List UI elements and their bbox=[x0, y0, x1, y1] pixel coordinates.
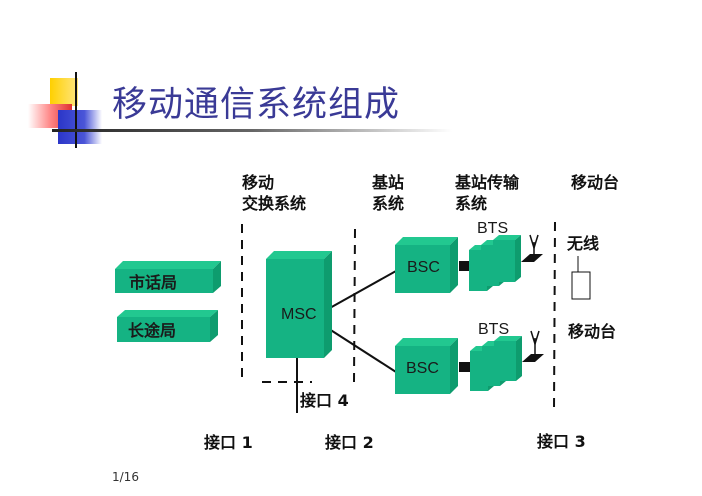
mobile-handset-icon bbox=[571, 256, 591, 300]
header-bss: 基站 系统 bbox=[372, 172, 404, 214]
bsc-top-label: BSC bbox=[407, 259, 440, 276]
header-bss-line2: 系统 bbox=[372, 194, 405, 213]
toll-exchange-box: 长途局 bbox=[117, 310, 218, 342]
header-msc-line2: 交换系统 bbox=[242, 194, 307, 213]
bts-bottom-stack: BTS bbox=[470, 321, 522, 391]
boundary-interface-2 bbox=[353, 228, 356, 383]
bsc-bottom-label: BSC bbox=[406, 360, 439, 377]
header-bts: 基站传输 系统 bbox=[455, 172, 519, 214]
bts-bottom-antenna-icon bbox=[522, 330, 544, 362]
bsc-top-box: BSC bbox=[395, 237, 458, 293]
page-title: 移动通信系统组成 bbox=[112, 85, 401, 125]
deco-yellow-square bbox=[50, 78, 78, 106]
mobile-station-label: 移动台 bbox=[568, 322, 617, 341]
msc-label: MSC bbox=[281, 306, 317, 323]
boundary-interface-3 bbox=[553, 221, 556, 411]
interface-3-label: 接口 3 bbox=[537, 432, 586, 451]
msc-box: MSC bbox=[266, 251, 332, 358]
header-msc-line1: 移动 bbox=[242, 173, 275, 192]
interface-2-label: 接口 2 bbox=[325, 433, 374, 452]
bsc-bottom-box: BSC bbox=[395, 338, 458, 394]
title-underline bbox=[52, 129, 452, 132]
interface-4-label: 接口 4 bbox=[300, 391, 349, 410]
page-number: 1/16 bbox=[112, 470, 139, 484]
header-msc: 移动 交换系统 bbox=[242, 172, 306, 214]
local-exchange-label: 市话局 bbox=[129, 273, 177, 292]
header-bts-line1: 基站传输 bbox=[455, 173, 520, 192]
header-ms: 移动台 bbox=[571, 173, 620, 192]
bts-top-stack: BTS bbox=[469, 220, 521, 291]
interface-1-label: 接口 1 bbox=[204, 433, 253, 452]
bts-bottom-label: BTS bbox=[478, 321, 509, 338]
deco-blue-square bbox=[58, 110, 102, 144]
local-exchange-box: 市话局 bbox=[115, 261, 221, 293]
bts-top-label: BTS bbox=[477, 220, 508, 237]
toll-exchange-label: 长途局 bbox=[128, 321, 176, 340]
deco-vertical-line bbox=[75, 72, 77, 148]
header-bts-line2: 系统 bbox=[455, 194, 488, 213]
wireless-label: 无线 bbox=[567, 234, 600, 253]
header-bss-line1: 基站 bbox=[372, 173, 405, 192]
bsc-bts-connector-top bbox=[459, 261, 470, 271]
bts-top-antenna-icon bbox=[521, 234, 543, 262]
bsc-bts-connector-bottom bbox=[459, 362, 470, 372]
